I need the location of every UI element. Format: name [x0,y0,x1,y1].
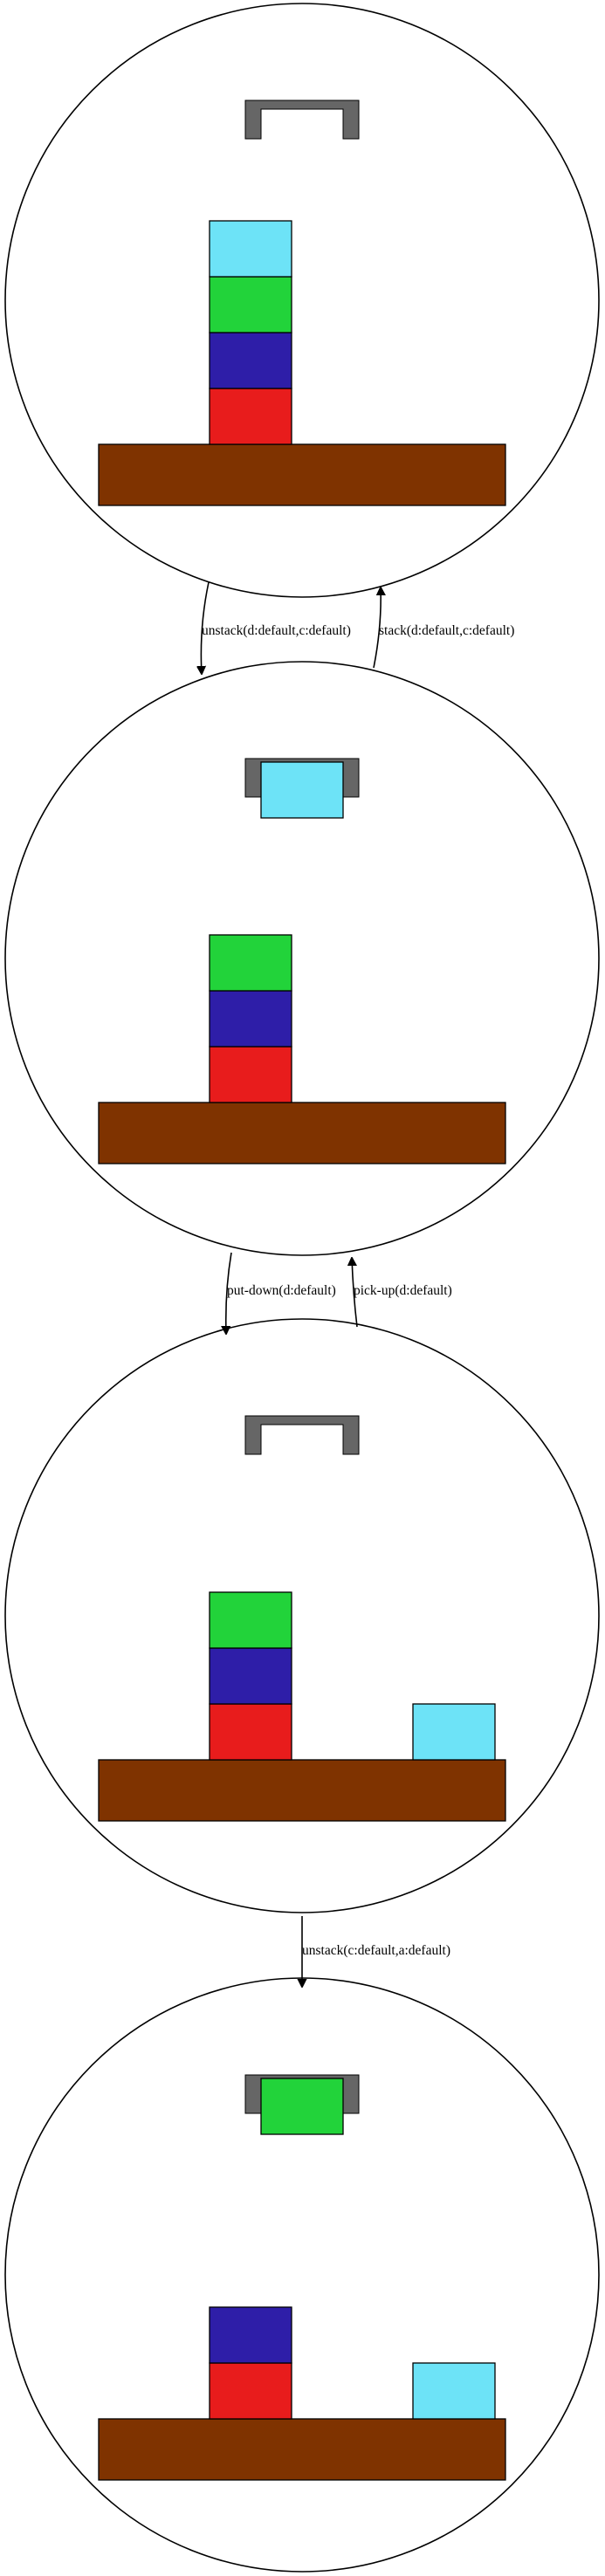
block-a [209,1046,292,1103]
block-a [209,1703,292,1761]
block-d [412,2362,496,2420]
block-d [412,1703,496,1761]
block-c [209,276,292,333]
block-a [209,388,292,445]
block-d [209,220,292,278]
states-layer [4,3,600,2573]
edge-label-stack-d-c: stack(d:default,c:default) [379,623,514,638]
state-circle [4,3,600,598]
table-surface [98,1759,506,1822]
table-surface [98,443,506,506]
block-b [209,332,292,389]
edge-arrow-stack-d-c [373,587,381,669]
block-b [209,990,292,1048]
edge-label-pick-up-d: pick-up(d:default) [354,1283,452,1298]
edge-label-put-down-d: put-down(d:default) [227,1283,336,1298]
gripper-icon [244,100,360,140]
edge-arrow-unstack-d-c [201,581,210,674]
edge-arrow-pick-up-d [352,1258,358,1328]
block-b [209,2306,292,2364]
table-surface [98,2418,506,2481]
state-circle [4,1977,600,2573]
edges-layer: unstack(d:default,c:default) stack(d:def… [201,581,514,1987]
held-block-c [260,2078,344,2135]
table-surface [98,1102,506,1164]
block-c [209,1591,292,1649]
state-node-0 [4,3,600,598]
edge-label-unstack-c-a: unstack(c:default,a:default) [302,1943,450,1958]
state-circle [4,1318,600,1913]
held-block-d [260,761,344,819]
edge-arrow-put-down-d [226,1252,232,1334]
block-b [209,1647,292,1705]
edge-label-unstack-d-c: unstack(d:default,c:default) [202,623,351,638]
state-node-3 [4,1977,600,2573]
state-circle [4,661,600,1256]
state-node-1 [4,661,600,1256]
block-a [209,2362,292,2420]
gripper-icon [244,1415,360,1455]
state-node-2 [4,1318,600,1913]
block-c [209,934,292,992]
